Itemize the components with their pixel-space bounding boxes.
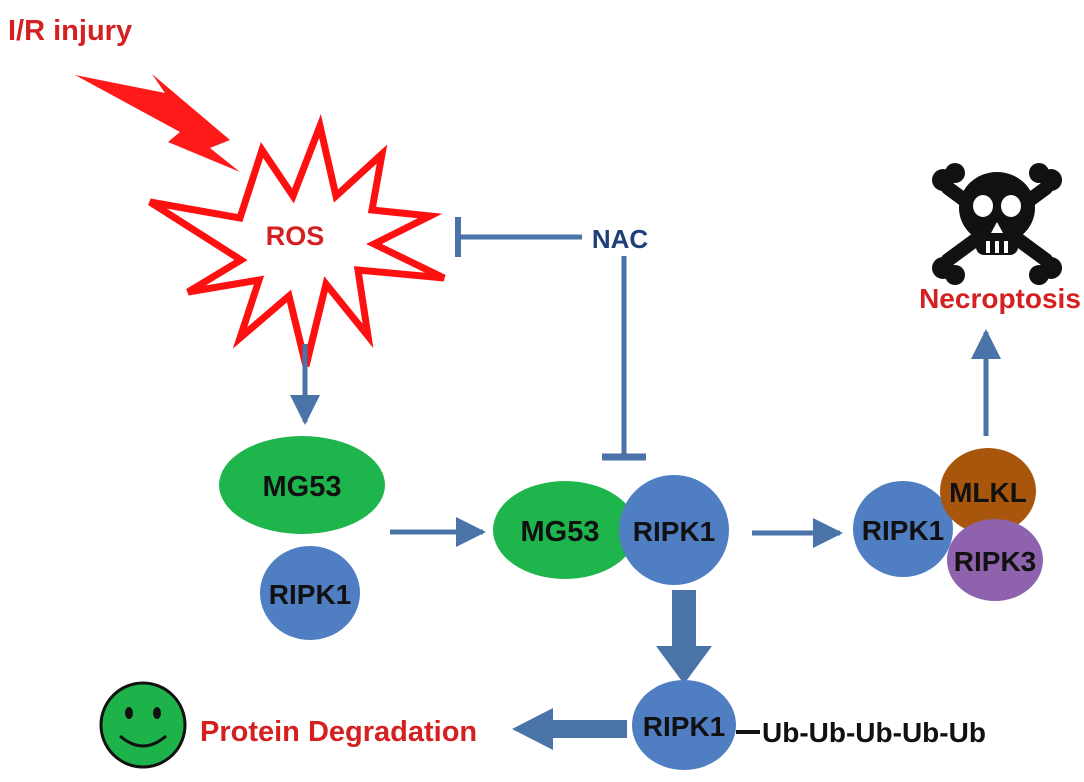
necrosome-ripk1-label: RIPK1 bbox=[862, 515, 944, 546]
nac-inhibits-complex bbox=[602, 256, 646, 461]
complex-ripk1-node bbox=[619, 475, 729, 585]
complex-mg53-label: MG53 bbox=[521, 516, 600, 548]
necrosome-ripk1-node bbox=[853, 481, 953, 577]
nac-label: NAC bbox=[592, 224, 649, 254]
ros-label: ROS bbox=[266, 221, 325, 251]
degradation-arrow bbox=[512, 708, 627, 750]
ripk1-node bbox=[260, 546, 360, 640]
mlkl-node bbox=[940, 448, 1036, 534]
lightning-bolt-icon bbox=[75, 74, 240, 172]
ubiquitination-arrow bbox=[656, 590, 712, 684]
protein-degradation-label: Protein Degradation bbox=[200, 716, 477, 748]
nac-inhibits-ros bbox=[455, 217, 582, 257]
ripk3-node bbox=[947, 519, 1043, 601]
ros-burst bbox=[148, 114, 446, 367]
mlkl-label: MLKL bbox=[949, 477, 1027, 508]
ripk3-label: RIPK3 bbox=[954, 546, 1036, 577]
mg53-node bbox=[219, 436, 385, 534]
complex-mg53-node bbox=[493, 481, 637, 579]
complex-ripk1-label: RIPK1 bbox=[633, 516, 715, 547]
ub-ripk1-label: RIPK1 bbox=[643, 711, 725, 742]
necroptosis-label: Necroptosis bbox=[919, 283, 1081, 314]
ripk1-node-label: RIPK1 bbox=[269, 579, 351, 610]
skull-crossbones-icon bbox=[932, 163, 1062, 285]
mg53-node-label: MG53 bbox=[263, 471, 342, 503]
injury-label: I/R injury bbox=[8, 15, 132, 47]
ub-ripk1-node bbox=[632, 680, 736, 770]
ubiquitin-chain-label: Ub-Ub-Ub-Ub-Ub bbox=[762, 717, 986, 748]
smiley-face-icon bbox=[99, 681, 187, 769]
